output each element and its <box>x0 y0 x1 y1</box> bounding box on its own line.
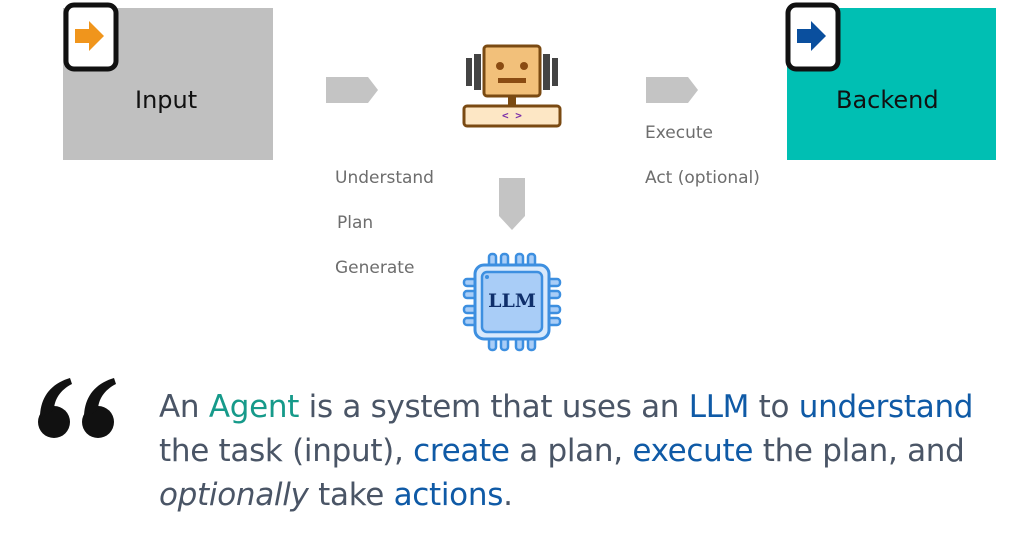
llm-chip-icon: LLM <box>462 252 562 352</box>
quote-text: to <box>749 389 799 425</box>
quote-line-1: An Agent is a system that uses an LLM to… <box>159 385 1009 429</box>
flow-arrow-agent-to-llm <box>499 178 525 230</box>
input-label: Input <box>135 86 198 114</box>
quote-text: the task (input), <box>159 433 414 469</box>
quote-text: An <box>159 389 209 425</box>
step-plan: Plan <box>337 213 374 233</box>
term-actions: actions <box>393 477 504 513</box>
backend-label: Backend <box>836 86 939 114</box>
step-generate: Generate <box>335 258 415 278</box>
term-llm: LLM <box>688 389 750 425</box>
step-understand: Understand <box>335 168 434 188</box>
term-optionally: optionally <box>159 477 309 513</box>
robot-agent-icon: < > <box>462 42 562 130</box>
quote-text: is a system that uses an <box>299 389 689 425</box>
term-execute: execute <box>632 433 754 469</box>
step-execute: Execute <box>645 123 713 143</box>
arrow-right-out-icon <box>785 2 841 72</box>
llm-label: LLM <box>488 290 536 312</box>
quote-text: a plan, <box>509 433 633 469</box>
quote-text: the plan, and <box>753 433 965 469</box>
quote-line-2: the task (input), create a plan, execute… <box>159 429 1009 473</box>
quote-text: take <box>308 477 394 513</box>
term-understand: understand <box>798 389 974 425</box>
step-act-optional: Act (optional) <box>645 168 760 188</box>
flow-arrow-agent-to-backend <box>646 77 698 103</box>
arrow-right-in-icon <box>63 2 119 72</box>
quote-line-3: optionally take actions. <box>159 473 1009 517</box>
quote-text: . <box>503 477 513 513</box>
code-glyph: < > <box>502 109 522 122</box>
term-agent: Agent <box>208 389 300 425</box>
flow-arrow-input-to-agent <box>326 77 378 103</box>
quote-mark-icon <box>36 378 120 440</box>
term-create: create <box>413 433 510 469</box>
agent-definition-quote: An Agent is a system that uses an LLM to… <box>159 385 1009 517</box>
